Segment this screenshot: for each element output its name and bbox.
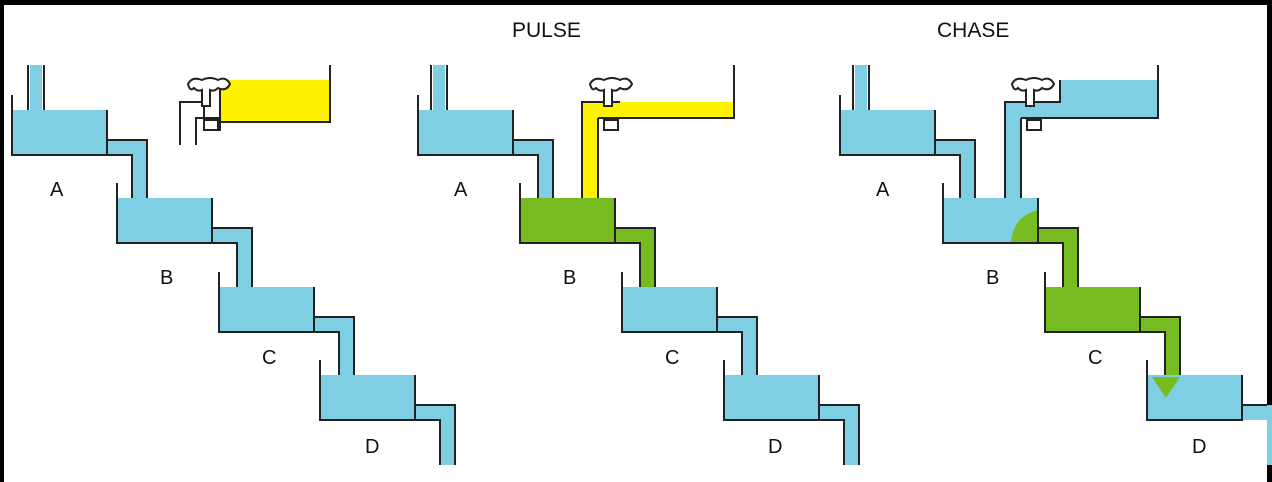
tank-c xyxy=(218,271,355,378)
chase-reservoir xyxy=(1004,65,1159,198)
tank-d xyxy=(319,359,456,466)
tank-d xyxy=(1146,360,1272,465)
tank-a xyxy=(417,94,554,201)
tank-a xyxy=(11,94,148,201)
label-a: A xyxy=(454,179,468,201)
panel-initial: A B C D xyxy=(11,65,456,466)
tank-b-labeled xyxy=(519,182,656,289)
inlet-pipe-a xyxy=(30,65,42,110)
label-d: D xyxy=(768,436,782,458)
label-b: B xyxy=(160,267,173,289)
faucet-icon xyxy=(588,77,634,107)
label-a: A xyxy=(50,179,64,201)
label-c: C xyxy=(262,347,276,369)
pulse-reservoir xyxy=(179,65,331,145)
tank-a xyxy=(839,94,976,201)
tank-b xyxy=(942,182,1079,289)
pulse-title: PULSE xyxy=(512,19,581,42)
label-c: C xyxy=(665,347,679,369)
label-d: D xyxy=(1192,436,1206,458)
panel-chase: A B C D xyxy=(839,65,1272,465)
label-c: C xyxy=(1088,347,1102,369)
tank-d xyxy=(723,359,860,466)
panel-pulse: A B C D xyxy=(417,65,860,466)
label-b: B xyxy=(563,267,576,289)
tank-c-labeled xyxy=(1044,271,1181,378)
chase-title: CHASE xyxy=(937,19,1009,42)
tank-b xyxy=(116,182,253,289)
faucet-icon xyxy=(1010,77,1056,107)
label-b: B xyxy=(986,267,999,289)
faucet-icon xyxy=(186,77,232,107)
tank-c xyxy=(621,271,758,378)
pulse-reservoir-open xyxy=(581,65,735,198)
label-a: A xyxy=(876,179,890,201)
label-d: D xyxy=(365,436,379,458)
